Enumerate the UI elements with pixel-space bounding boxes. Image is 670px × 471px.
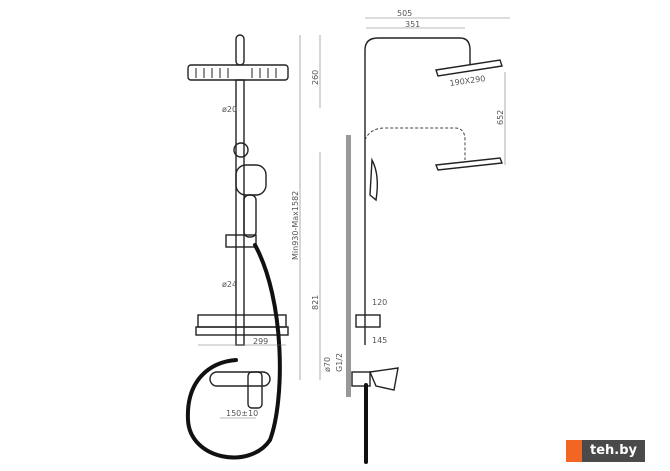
head-drop-label: 652 — [496, 110, 505, 125]
hand-shower-head — [235, 164, 267, 196]
head-connector — [235, 34, 245, 66]
shower-rail — [235, 79, 245, 346]
hand-shower-handle — [243, 194, 257, 238]
wall — [346, 135, 351, 397]
shelf-depth-label: 120 — [372, 298, 387, 307]
thread-label: G1/2 — [335, 353, 344, 372]
hand-shower-side — [369, 157, 379, 202]
site-logo: teh.by — [566, 440, 646, 462]
head-size-label: 190X290 — [449, 74, 486, 88]
flange-diameter-label: ø70 — [323, 357, 332, 372]
front-view: ø20 ø24 299 150±10 — [185, 34, 289, 460]
slide-bar-holder — [225, 234, 257, 248]
rail-diameter-top-label: ø20 — [222, 105, 237, 114]
logo-mark — [566, 440, 582, 462]
shower-hose — [185, 243, 282, 460]
rail-diameter-bottom-label: ø24 — [222, 280, 237, 289]
diverter — [233, 142, 249, 158]
overall-width-label: 505 — [397, 9, 412, 18]
shelf — [197, 314, 287, 328]
overhead-shower-head — [187, 64, 289, 81]
mixer-spacing-label: 150±10 — [226, 409, 258, 418]
mixer-side — [368, 367, 399, 391]
overhead-shower-side — [435, 59, 503, 77]
arm-height-label: 260 — [311, 70, 320, 85]
mixer-body — [209, 371, 271, 387]
mixer-height-label: 821 — [311, 295, 320, 310]
logo-text: teh.by — [582, 440, 646, 462]
mixer-depth-label: 145 — [372, 336, 387, 345]
side-view: 505 351 260 190X290 652 Min930-Max1582 8… — [291, 9, 510, 464]
shelf-width-label: 299 — [253, 337, 268, 346]
mixer-lever — [247, 371, 263, 409]
height-range-label: Min930-Max1582 — [291, 191, 300, 260]
arm-length-label: 351 — [405, 20, 420, 29]
